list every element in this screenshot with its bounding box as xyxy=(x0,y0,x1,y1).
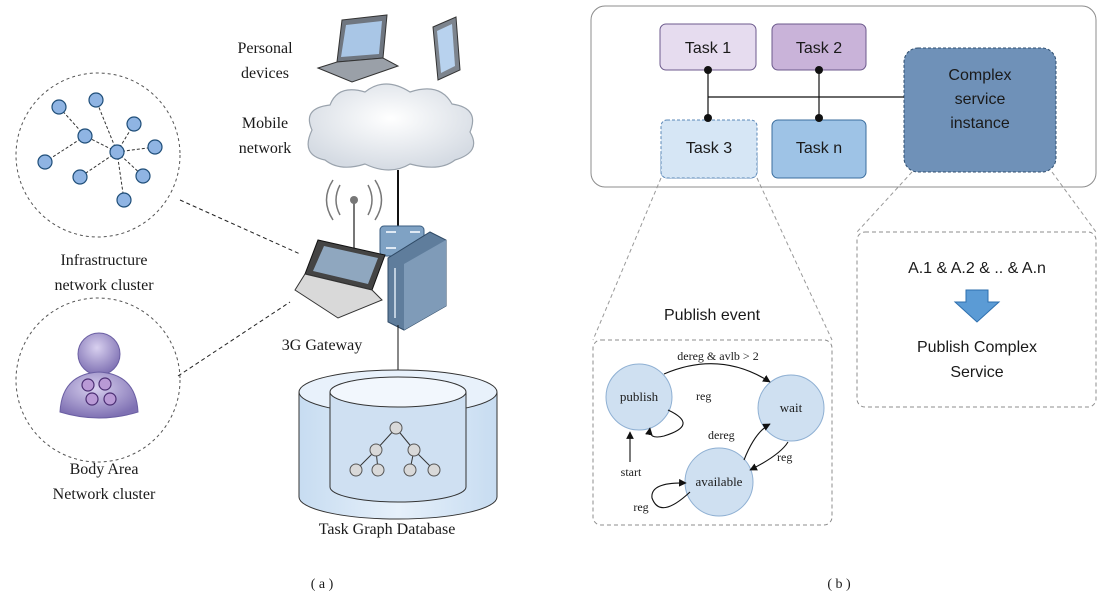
database-label: Task Graph Database xyxy=(319,521,456,538)
complex-service-box xyxy=(903,47,1057,173)
transition-reg-publish-label: reg xyxy=(696,389,711,403)
laptop-icon xyxy=(316,14,400,83)
network-node xyxy=(135,168,151,184)
mobile-network-label-line2: network xyxy=(239,140,291,157)
state-available-label: available xyxy=(696,474,743,489)
down-arrow-icon xyxy=(953,289,1001,323)
task-n-label: Task n xyxy=(796,140,842,157)
task-connections xyxy=(707,70,904,118)
network-node xyxy=(109,144,125,160)
state-publish-label: publish xyxy=(620,389,659,404)
gateway-label: 3G Gateway xyxy=(282,337,362,354)
personal-devices-label-line1: Personal xyxy=(237,40,293,57)
network-node xyxy=(72,169,88,185)
caption-a: ( a ) xyxy=(311,577,334,592)
network-node xyxy=(147,139,163,155)
network-node xyxy=(77,128,93,144)
database-icon xyxy=(298,369,498,520)
state-wait-label: wait xyxy=(780,400,803,415)
transition-start-label: start xyxy=(621,465,642,479)
network-node xyxy=(37,154,53,170)
publish-complex-label-line2: Service xyxy=(950,364,1003,381)
task-2-label: Task 2 xyxy=(796,40,842,57)
network-node xyxy=(88,92,104,108)
caption-b: ( b ) xyxy=(827,577,851,592)
complex-label-line3: instance xyxy=(950,115,1010,132)
panel-a: Infrastructure network cluster Body Area… xyxy=(15,14,498,592)
infrastructure-cluster xyxy=(15,72,181,238)
transition-dereg-label: dereg xyxy=(708,428,735,442)
publish-event-label: Publish event xyxy=(664,307,761,324)
infrastructure-label-line1: Infrastructure xyxy=(60,252,147,269)
state-machine-box xyxy=(592,339,833,526)
state-wait xyxy=(757,374,825,442)
condition-label: A.1 & A.2 & .. & A.n xyxy=(908,260,1046,277)
server-icon xyxy=(387,231,447,331)
panel-b: Task 1 Task 2 Task 3 Task n Complex serv… xyxy=(590,5,1097,592)
task-3-label: Task 3 xyxy=(686,140,732,157)
infrastructure-label-line2: network cluster xyxy=(54,277,154,294)
publish-complex-label-line1: Publish Complex xyxy=(917,339,1037,356)
complex-label-line1: Complex xyxy=(948,67,1011,84)
person-icon xyxy=(59,332,139,419)
body-area-label-line1: Body Area xyxy=(70,461,139,478)
cloud-icon xyxy=(307,83,475,171)
transition-dereg-avlb-label: dereg & avlb > 2 xyxy=(677,349,758,363)
transition-reg-available-label: reg xyxy=(777,450,792,464)
network-node xyxy=(51,99,67,115)
state-publish xyxy=(605,363,673,431)
tablet-icon xyxy=(432,16,461,81)
gateway-laptop-icon xyxy=(294,239,386,319)
body-area-label-line2: Network cluster xyxy=(53,486,156,503)
transition-reg-self-label: reg xyxy=(633,500,648,514)
personal-devices-label-line2: devices xyxy=(241,65,289,82)
mobile-network-label-line1: Mobile xyxy=(242,115,288,132)
network-node xyxy=(126,116,142,132)
complex-label-line2: service xyxy=(955,91,1006,108)
condition-box xyxy=(856,231,1097,408)
body-area-cluster xyxy=(15,297,181,463)
network-node xyxy=(116,192,132,208)
task-1-label: Task 1 xyxy=(685,40,731,57)
